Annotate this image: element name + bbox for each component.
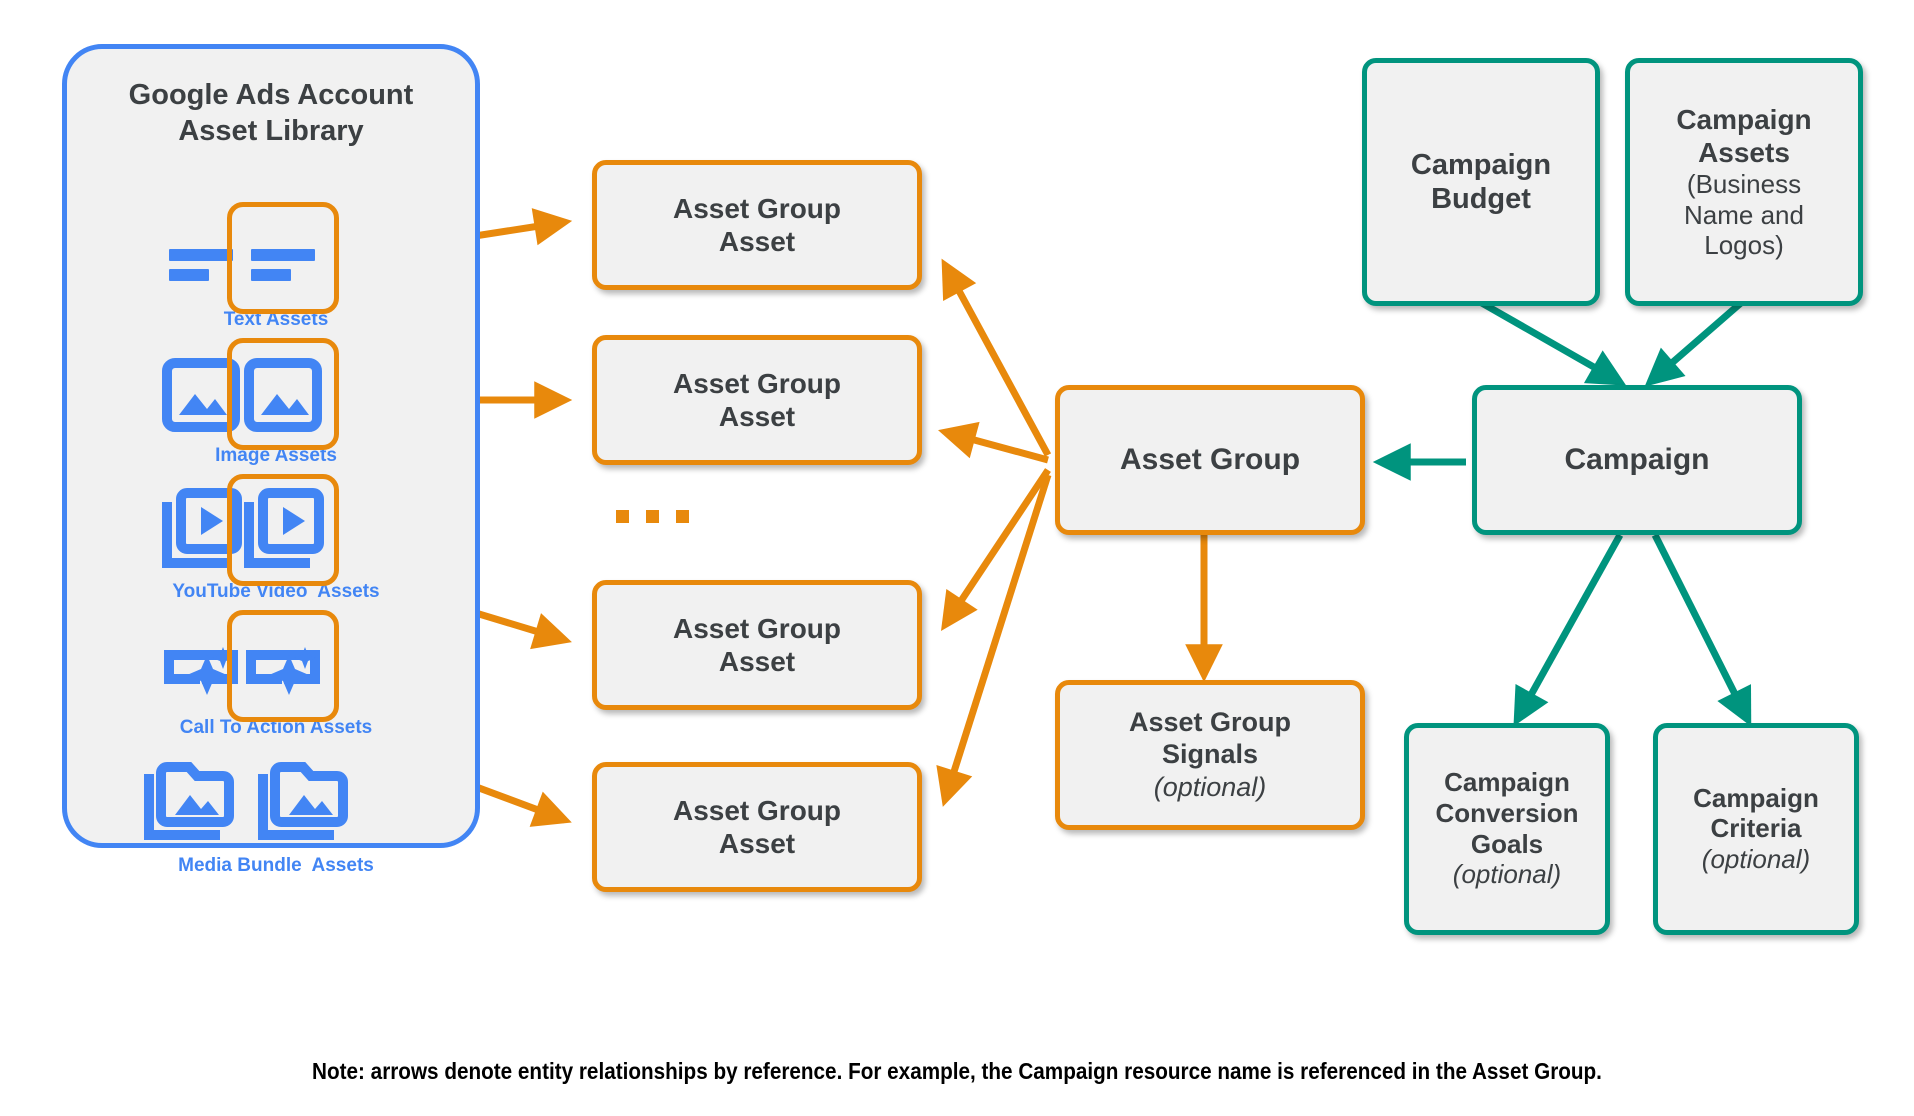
asset-group-asset-label-4: Asset Group Asset (672, 794, 842, 859)
campaign-criteria-title: Campaign Criteria (1693, 782, 1819, 844)
asset-group-asset-box-1[interactable]: Asset Group Asset (592, 160, 922, 290)
asset-group-signals-title: Asset Group Signals (1128, 706, 1292, 769)
campaign-box[interactable]: Campaign (1472, 385, 1802, 535)
library-title: Google Ads Account Asset Library (128, 79, 414, 148)
asset-row-video[interactable]: YouTube Video Assets (67, 474, 485, 603)
asset-group-label: Asset Group (1119, 443, 1301, 477)
asset-label-video: YouTube Video Assets (172, 581, 380, 602)
campaign-budget-label: Campaign Budget (1410, 148, 1552, 215)
campaign-assets-subtitle: (Business Name and Logos) (1684, 169, 1804, 261)
campaign-budget-box[interactable]: Campaign Budget (1362, 58, 1600, 306)
asset-label-media-bundle: Media Bundle Assets (178, 855, 374, 876)
campaign-label: Campaign (1564, 443, 1710, 477)
selection-box-text (227, 202, 339, 314)
text-asset-icon-selected (237, 213, 329, 310)
asset-group-box[interactable]: Asset Group (1055, 385, 1365, 535)
asset-group-asset-box-4[interactable]: Asset Group Asset (592, 762, 922, 892)
ellipsis-dot (675, 510, 689, 523)
ellipsis-indicator (592, 510, 712, 523)
campaign-criteria-optional: (optional) (1701, 844, 1811, 875)
campaign-conversion-goals-title: Campaign Conversion Goals (1435, 767, 1579, 859)
campaign-criteria-box[interactable]: Campaign Criteria (optional) (1653, 723, 1859, 935)
asset-row-media-bundle[interactable]: Media Bundle Assets (67, 755, 485, 877)
selection-box-cta (227, 610, 339, 722)
video-asset-icon (155, 485, 247, 582)
asset-library-panel: Google Ads Account Asset Library (62, 44, 480, 876)
asset-group-asset-label-1: Asset Group Asset (672, 192, 842, 257)
selection-box-video (227, 474, 339, 586)
ellipsis-dot (615, 510, 629, 523)
asset-label-text: Text Assets (223, 309, 329, 330)
asset-label-image: Image Assets (215, 445, 337, 466)
asset-group-asset-label-3: Asset Group Asset (672, 612, 842, 677)
footer-note: Note: arrows denote entity relationships… (312, 1058, 1602, 1084)
asset-label-cta: Call To Action Assets (179, 717, 373, 738)
asset-group-asset-box-3[interactable]: Asset Group Asset (592, 580, 922, 710)
image-asset-icon-selected (237, 349, 329, 446)
asset-group-signals-optional: (optional) (1153, 771, 1267, 802)
asset-row-image[interactable]: Image Assets (67, 338, 485, 467)
ellipsis-dot (645, 510, 659, 523)
asset-group-signals-box[interactable]: Asset Group Signals (optional) (1055, 680, 1365, 830)
text-asset-icon (155, 213, 247, 310)
image-asset-icon (155, 349, 247, 446)
asset-group-asset-label-2: Asset Group Asset (672, 367, 842, 432)
asset-group-asset-box-2[interactable]: Asset Group Asset (592, 335, 922, 465)
call-to-action-asset-icon (155, 621, 247, 718)
call-to-action-asset-icon-selected (237, 621, 329, 718)
media-bundle-asset-icon-2 (253, 755, 353, 854)
campaign-conversion-goals-optional: (optional) (1452, 859, 1562, 890)
campaign-conversion-goals-box[interactable]: Campaign Conversion Goals (optional) (1404, 723, 1610, 935)
asset-row-text[interactable]: Text Assets (67, 202, 485, 331)
media-bundle-asset-icon (139, 755, 239, 854)
selection-box-image (227, 338, 339, 450)
campaign-assets-title: Campaign Assets (1676, 103, 1812, 168)
video-asset-icon-selected (237, 485, 329, 582)
asset-row-cta[interactable]: Call To Action Assets (67, 610, 485, 739)
campaign-assets-box[interactable]: Campaign Assets (Business Name and Logos… (1625, 58, 1863, 306)
